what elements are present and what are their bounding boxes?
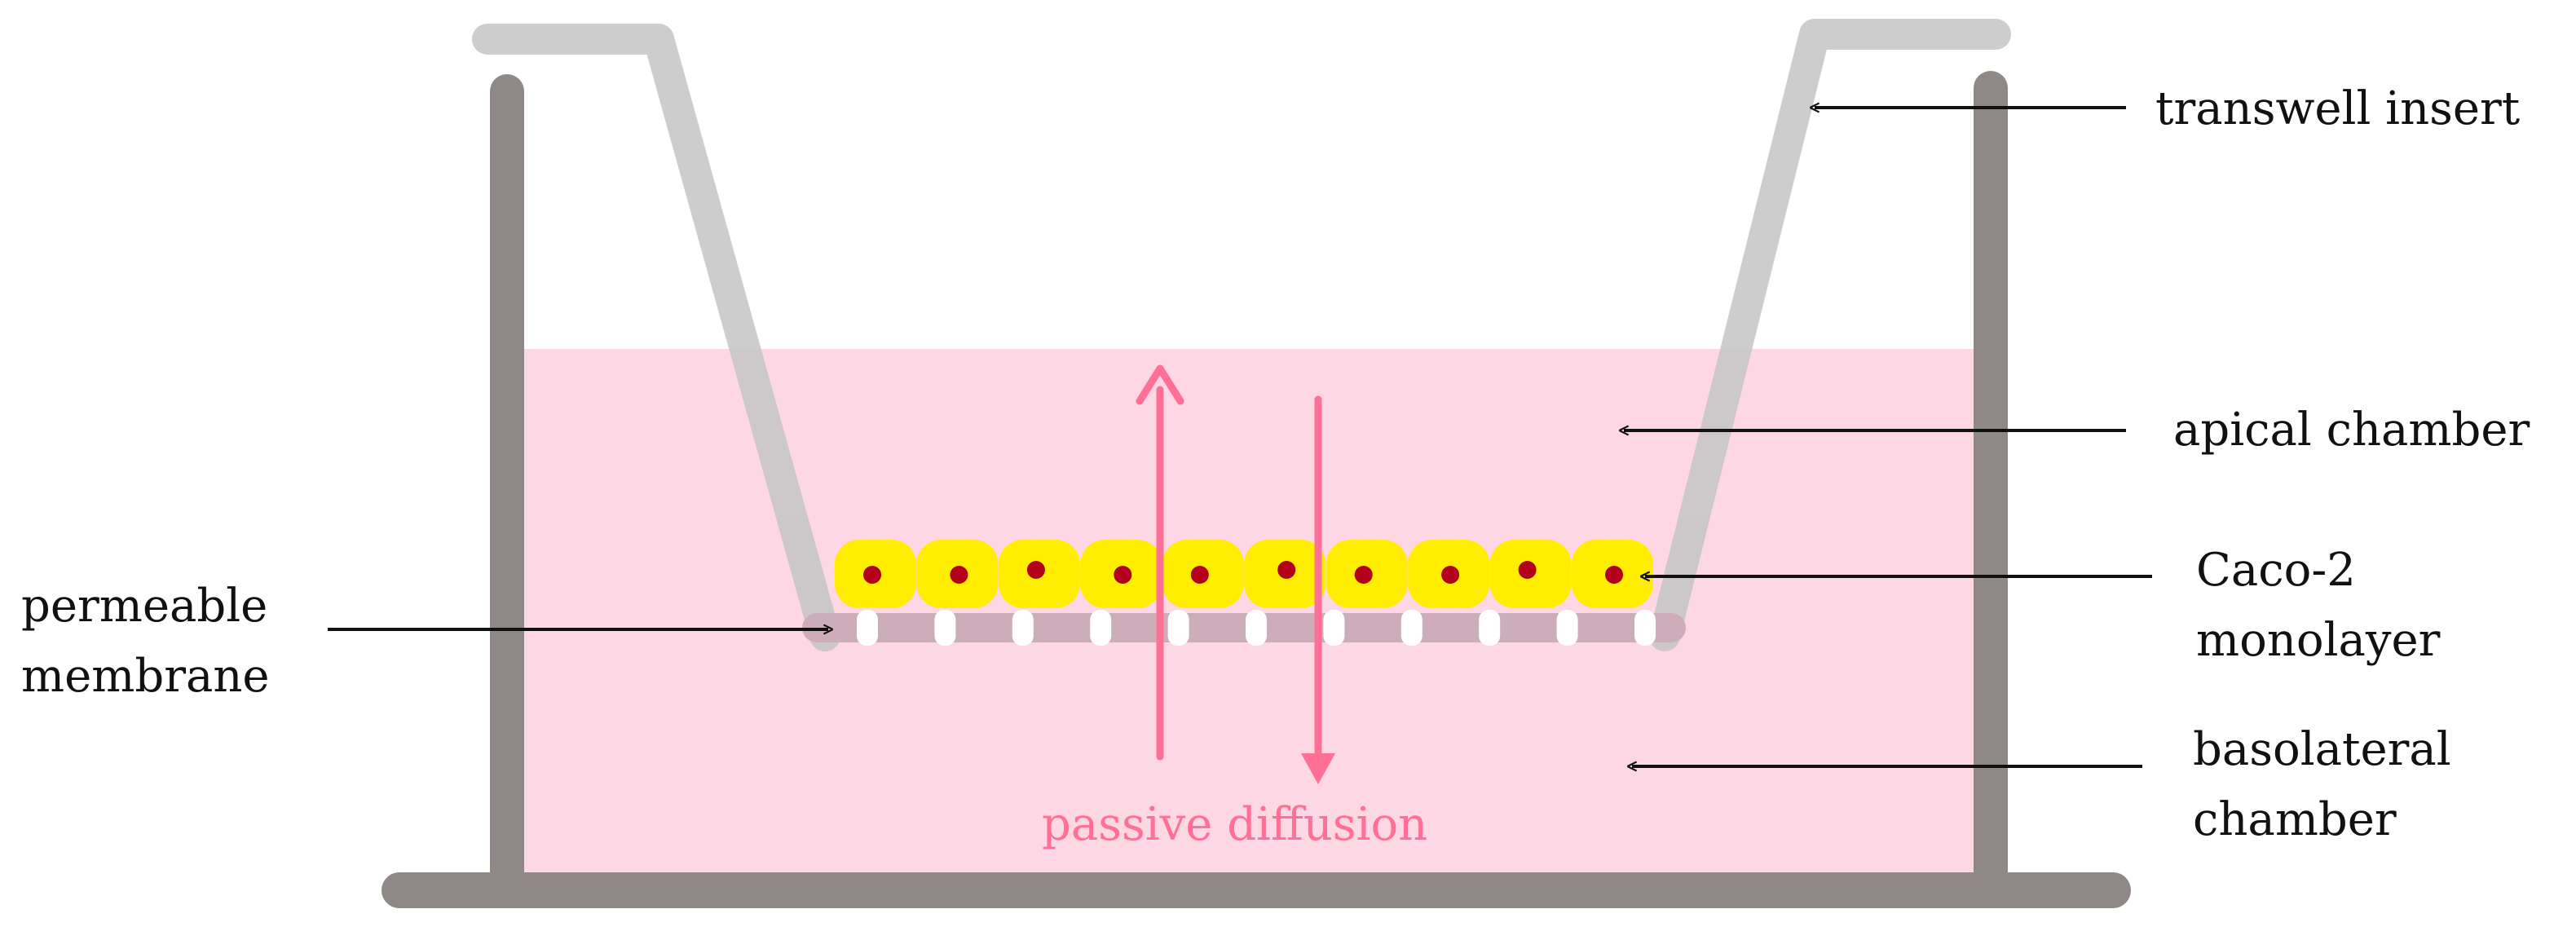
label-caco2-line1: Caco-2	[2196, 544, 2356, 597]
membrane-pore	[1323, 610, 1345, 646]
label-basolateral-line2: chamber	[2193, 793, 2397, 846]
cell-nucleus	[1605, 566, 1623, 584]
cell-nucleus	[1518, 561, 1537, 579]
membrane-pore	[1400, 610, 1423, 646]
well-plate	[382, 71, 2131, 908]
membrane-pore	[1556, 610, 1578, 646]
membrane-pore	[1090, 610, 1112, 646]
label-transwell-insert: transwell insert	[2155, 82, 2521, 135]
diffusion-arrowhead-down	[1301, 753, 1335, 784]
caco2-cells	[835, 540, 1653, 608]
cell-nucleus	[1026, 561, 1045, 579]
diffusion-arrowhead-up	[1136, 364, 1184, 405]
label-permeable-line2: membrane	[21, 650, 270, 703]
membrane-pores	[857, 610, 1656, 646]
label-basolateral-line1: basolateral	[2193, 723, 2451, 776]
cell-nucleus	[1441, 566, 1460, 584]
cell-nucleus	[863, 566, 881, 584]
label-caco2-line2: monolayer	[2196, 614, 2441, 667]
membrane-pore	[857, 610, 878, 646]
membrane-pore	[934, 610, 956, 646]
membrane-pore	[1479, 610, 1501, 646]
cell-nucleus	[1190, 566, 1209, 584]
membrane-pore	[1246, 610, 1267, 646]
passive-diffusion-arrows	[1136, 364, 1335, 784]
insert-left-side	[472, 24, 840, 651]
membrane-pore	[1634, 610, 1656, 646]
label-permeable-line1: permeable	[21, 580, 267, 633]
label-apical-chamber: apical chamber	[2173, 404, 2530, 457]
cell-nucleus	[1354, 566, 1373, 584]
label-pointers	[328, 102, 2152, 772]
insert-right-side	[1649, 19, 2011, 651]
cell-nucleus	[1277, 561, 1296, 579]
cell-nucleus	[1114, 566, 1132, 584]
membrane-pore	[1167, 610, 1189, 646]
cell-nucleus	[950, 566, 968, 584]
transwell-insert	[472, 19, 2011, 651]
membrane-pore	[1012, 610, 1034, 646]
label-passive-diffusion: passive diffusion	[1042, 798, 1427, 851]
